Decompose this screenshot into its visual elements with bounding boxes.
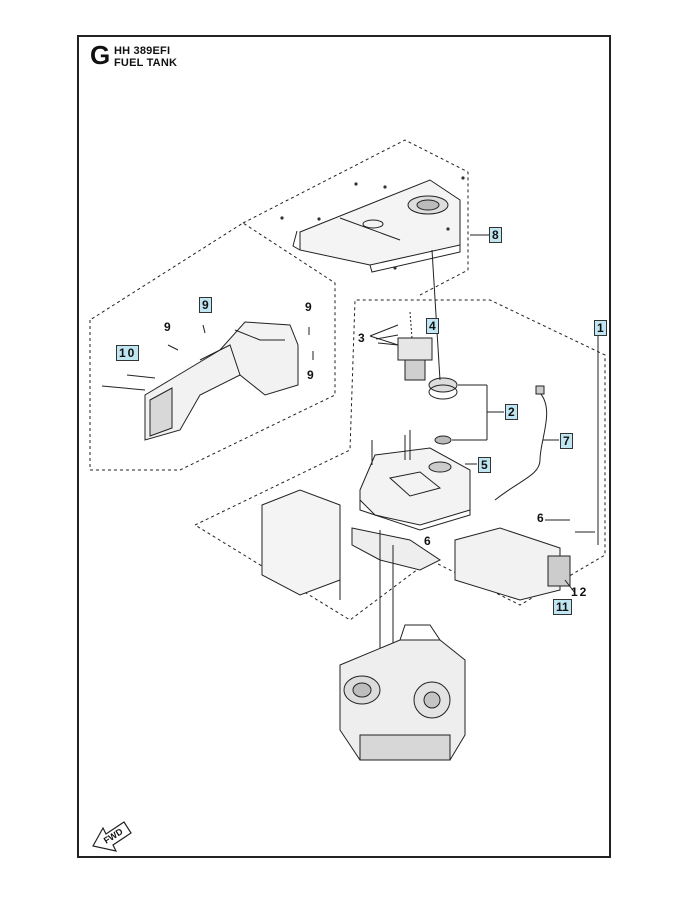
callout-9-top-right: 9 [305, 300, 312, 314]
shield-screws [101, 324, 314, 391]
hose-connector [535, 385, 545, 395]
fuel-tank-part [359, 447, 471, 531]
engine-part [339, 624, 466, 761]
fuel-pump-part [375, 334, 433, 381]
callout-4: 4 [426, 318, 439, 334]
callout-9-bottom-right: 9 [307, 368, 314, 382]
callout-6-center: 6 [424, 534, 431, 548]
leader-12 [564, 579, 576, 594]
group-outline-cover [242, 139, 469, 296]
left-bracket-part [261, 489, 341, 600]
model-name: HH 389EFI [114, 45, 171, 57]
cover-screws [280, 176, 465, 270]
callout-11: 11 [553, 599, 572, 615]
callout-1: 1 [594, 320, 607, 336]
fwd-arrow-icon [92, 821, 132, 852]
callout-10: 10 [116, 345, 140, 361]
callout-5: 5 [478, 457, 491, 473]
section-letter: G [90, 40, 111, 70]
callout-2: 2 [505, 404, 518, 420]
tank-mount-bracket [351, 527, 441, 571]
callout-7: 7 [560, 433, 573, 449]
callout-9-boxed: 9 [199, 297, 212, 313]
callout-9-left: 9 [164, 320, 171, 334]
diagram-title: FUEL TANK [114, 57, 178, 69]
side-shield-part [144, 321, 299, 441]
callout-12: 12 [571, 585, 589, 599]
right-bracket-part [454, 519, 595, 601]
callout-8: 8 [489, 227, 502, 243]
callout-3: 3 [358, 331, 365, 345]
top-cover-part [292, 179, 461, 273]
callout-6-right: 6 [537, 511, 544, 525]
diagram-frame [77, 35, 611, 858]
group-outline-tank [194, 299, 606, 621]
pump-guide-line [409, 311, 413, 339]
fuel-hose-part [494, 392, 548, 501]
filler-cap-part [428, 377, 458, 445]
group-outline-shield [89, 222, 336, 471]
filler-guide-line [431, 249, 441, 381]
